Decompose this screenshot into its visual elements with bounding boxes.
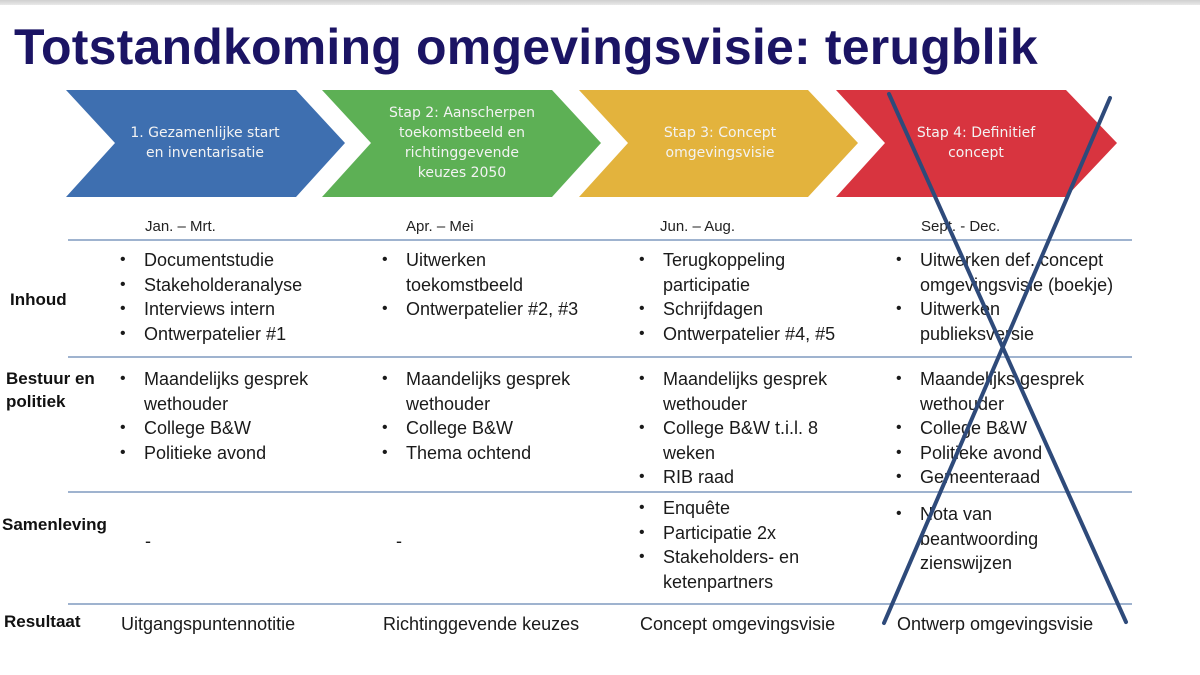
cell-bestuur-step-1: Maandelijks gesprek wethouder College B&… — [118, 367, 348, 465]
list-item: Documentstudie — [118, 248, 368, 273]
step-3-label: Stap 3: Concept omgevingsvisie — [663, 125, 777, 161]
cell-samenleving-step-1: - — [145, 531, 151, 551]
list-item: Maandelijks gesprek wethouder — [380, 367, 610, 416]
top-edge-bar — [0, 0, 1200, 5]
cell-bestuur-step-3: Maandelijks gesprek wethouder College B&… — [637, 367, 867, 490]
divider-header — [68, 239, 1132, 241]
step-1-label: 1. Gezamenlijke start en inventarisatie — [130, 125, 280, 161]
row-label-resultaat: Resultaat — [4, 612, 81, 631]
list-item: Ontwerpatelier #1 — [118, 322, 368, 347]
divider-inhoud — [68, 356, 1132, 358]
list-item: Uitwerken def. concept omgevingsvisie (b… — [894, 248, 1154, 297]
page-title: Totstandkoming omgevingsvisie: terugblik — [14, 19, 1038, 75]
period-step-1: Jan. – Mrt. — [145, 218, 216, 235]
step-2-label: Stap 2: Aanscherpen toekomstbeeld en ric… — [388, 105, 535, 181]
cell-samenleving-step-3: Enquête Participatie 2x Stakeholders- en… — [637, 496, 867, 594]
list-item: Participatie 2x — [637, 521, 867, 546]
list-item: Ontwerpatelier #2, #3 — [380, 297, 610, 322]
chevron-step-3 — [579, 90, 858, 197]
list-item: Enquête — [637, 496, 867, 521]
process-chevrons — [66, 90, 1117, 197]
list-item: Politieke avond — [118, 441, 348, 466]
list-item: Gemeenteraad — [894, 465, 1124, 490]
cell-samenleving-step-2: - — [396, 531, 402, 551]
list-item: Maandelijks gesprek wethouder — [637, 367, 867, 416]
period-step-2: Apr. – Mei — [406, 218, 474, 235]
list-item: Uitwerken publieksversie — [894, 297, 1034, 346]
period-step-4: Sept. - Dec. — [921, 218, 1001, 235]
list-item: Stakeholders- en ketenpartners — [637, 545, 833, 594]
list-item: Terugkoppeling participatie — [637, 248, 813, 297]
chevron-step-2 — [322, 90, 601, 197]
list-item: College B&W — [380, 416, 610, 441]
cell-inhoud-step-1: Documentstudie Stakeholderanalyse Interv… — [118, 248, 368, 346]
divider-bestuur — [68, 491, 1132, 493]
step-4-label: Stap 4: Definitief concept — [916, 125, 1036, 161]
row-label-bestuur: Bestuur en politiek — [6, 369, 95, 411]
list-item: Ontwerpatelier #4, #5 — [637, 322, 877, 347]
list-item: Schrijfdagen — [637, 297, 877, 322]
chevron-step-1 — [66, 90, 345, 197]
list-item: Maandelijks gesprek wethouder — [894, 367, 1124, 416]
list-item: Stakeholderanalyse — [118, 273, 368, 298]
list-item: Interviews intern — [118, 297, 368, 322]
list-item: College B&W t.i.l. 8 weken — [637, 416, 853, 465]
list-item: College B&W — [894, 416, 1124, 441]
list-item: Maandelijks gesprek wethouder — [118, 367, 348, 416]
list-item: Thema ochtend — [380, 441, 610, 466]
period-step-3: Jun. – Aug. — [660, 218, 736, 235]
result-step-1: Uitgangspuntennotitie — [121, 614, 296, 634]
cell-inhoud-step-4: Uitwerken def. concept omgevingsvisie (b… — [894, 248, 1154, 346]
cell-bestuur-step-2: Maandelijks gesprek wethouder College B&… — [380, 367, 610, 465]
result-step-2: Richtinggevende keuzes — [383, 614, 580, 634]
divider-samenleving — [68, 603, 1132, 605]
cell-bestuur-step-4: Maandelijks gesprek wethouder College B&… — [894, 367, 1124, 490]
result-step-3: Concept omgevingsvisie — [640, 614, 836, 634]
list-item: RIB raad — [637, 465, 867, 490]
list-item: College B&W — [118, 416, 348, 441]
list-item: Politieke avond — [894, 441, 1124, 466]
result-step-4: Ontwerp omgevingsvisie — [897, 614, 1094, 634]
list-item: Nota van beantwoording zienswijzen — [894, 502, 1060, 576]
cell-inhoud-step-2: Uitwerken toekomstbeeld Ontwerpatelier #… — [380, 248, 610, 322]
cell-inhoud-step-3: Terugkoppeling participatie Schrijfdagen… — [637, 248, 877, 346]
row-label-inhoud: Inhoud — [10, 290, 67, 309]
row-label-samenleving: Samenleving — [2, 515, 107, 534]
list-item: Uitwerken toekomstbeeld — [380, 248, 556, 297]
cell-samenleving-step-4: Nota van beantwoording zienswijzen — [894, 502, 1124, 576]
